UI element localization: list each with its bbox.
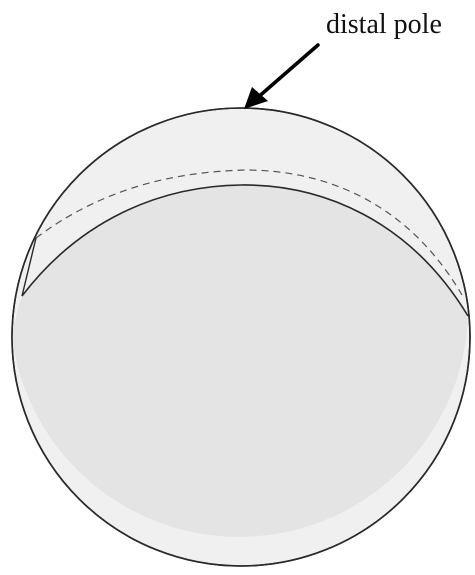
pointer-arrow-shaft [256, 45, 318, 99]
distal-pole-label: distal pole [326, 8, 442, 42]
